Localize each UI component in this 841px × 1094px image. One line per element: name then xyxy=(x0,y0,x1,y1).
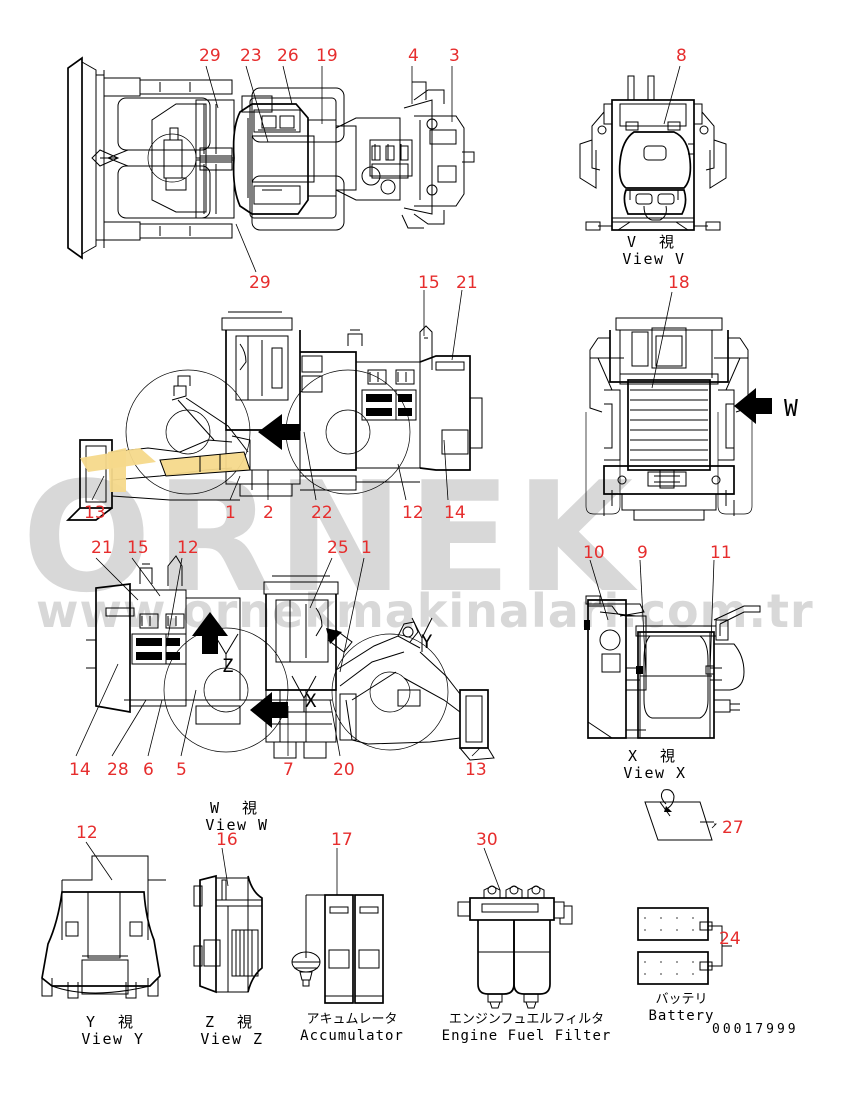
side-view-machine-1 xyxy=(65,289,483,521)
part-27-plate xyxy=(644,789,717,841)
watermark-url: www.ornekmakinalari.com.tr xyxy=(36,584,814,638)
callout-number-13: 13 xyxy=(465,760,487,780)
callout-number-11: 11 xyxy=(710,543,732,563)
callout-number-27: 27 xyxy=(722,818,744,838)
side-view-machine-2 xyxy=(75,555,495,761)
callout-number-15: 15 xyxy=(418,273,440,293)
callout-number-13: 13 xyxy=(84,503,106,523)
view-z-caption-en: View Z xyxy=(200,1030,264,1048)
callout-number-14: 14 xyxy=(69,760,91,780)
view-y-part xyxy=(41,841,166,999)
callout-number-28: 28 xyxy=(107,760,129,780)
cap-fuel-filter-jp: エンジンフュエルフィルタ xyxy=(448,1012,605,1027)
callout-number-2: 2 xyxy=(263,503,274,523)
mark-y: Y xyxy=(421,631,433,653)
cap-accumulator-jp: アキュムレータ xyxy=(306,1012,398,1027)
plan-view-machine xyxy=(67,56,475,273)
view-x-caption-jp: X 視 xyxy=(627,747,683,765)
callout-number-29: 29 xyxy=(199,46,221,66)
callout-number-10: 10 xyxy=(583,543,605,563)
callout-number-12: 12 xyxy=(76,823,98,843)
battery-part xyxy=(637,907,732,985)
view-y-caption-en: View Y xyxy=(81,1030,145,1048)
callout-number-21: 21 xyxy=(456,273,478,293)
callout-number-12: 12 xyxy=(177,538,199,558)
drawing-number: 00017999 xyxy=(712,1022,799,1037)
mark-z: Z xyxy=(222,655,234,677)
callout-number-23: 23 xyxy=(240,46,262,66)
callout-number-1: 1 xyxy=(225,503,236,523)
mark-w-arrow: W xyxy=(784,396,798,422)
callout-number-3: 3 xyxy=(449,46,460,66)
callout-number-4: 4 xyxy=(408,46,419,66)
callout-number-9: 9 xyxy=(637,543,648,563)
callout-number-21: 21 xyxy=(91,538,113,558)
callout-number-5: 5 xyxy=(176,760,187,780)
callout-number-15: 15 xyxy=(127,538,149,558)
callout-number-30: 30 xyxy=(476,830,498,850)
rear-view-machine xyxy=(585,291,772,521)
view-y-caption-jp: Y 視 xyxy=(85,1013,141,1031)
view-z-caption-jp: Z 視 xyxy=(204,1013,260,1031)
callout-number-1: 1 xyxy=(361,538,372,558)
callout-number-29: 29 xyxy=(249,273,271,293)
cap-battery-jp: バッテリ xyxy=(655,992,708,1007)
callout-number-22: 22 xyxy=(311,503,333,523)
callout-number-16: 16 xyxy=(216,830,238,850)
view-v-caption-jp: V 視 xyxy=(626,233,682,251)
callout-number-19: 19 xyxy=(316,46,338,66)
callout-number-12: 12 xyxy=(402,503,424,523)
callout-number-26: 26 xyxy=(277,46,299,66)
callout-number-6: 6 xyxy=(143,760,154,780)
callout-number-20: 20 xyxy=(333,760,355,780)
view-w-caption-en: View W xyxy=(205,816,269,834)
view-x-caption-en: View X xyxy=(623,764,687,782)
callout-number-17: 17 xyxy=(331,830,353,850)
callout-number-25: 25 xyxy=(327,538,349,558)
accumulator-part xyxy=(291,848,384,1004)
mark-x: X xyxy=(305,690,317,712)
engine-fuel-filter-part xyxy=(457,847,573,1009)
callout-number-24: 24 xyxy=(719,929,741,949)
callout-number-14: 14 xyxy=(444,503,466,523)
view-v-drawing xyxy=(579,65,727,231)
callout-number-18: 18 xyxy=(668,273,690,293)
cap-battery-en: Battery xyxy=(648,1008,715,1024)
cap-accumulator-en: Accumulator xyxy=(300,1028,404,1044)
view-w-caption-jp: W 視 xyxy=(209,799,265,817)
view-v-caption-en: View V xyxy=(622,250,686,268)
view-z-part xyxy=(193,847,263,994)
callout-number-8: 8 xyxy=(676,46,687,66)
view-x-drawing xyxy=(584,559,761,739)
cap-fuel-filter-en: Engine Fuel Filter xyxy=(441,1028,612,1044)
callout-number-7: 7 xyxy=(283,760,294,780)
